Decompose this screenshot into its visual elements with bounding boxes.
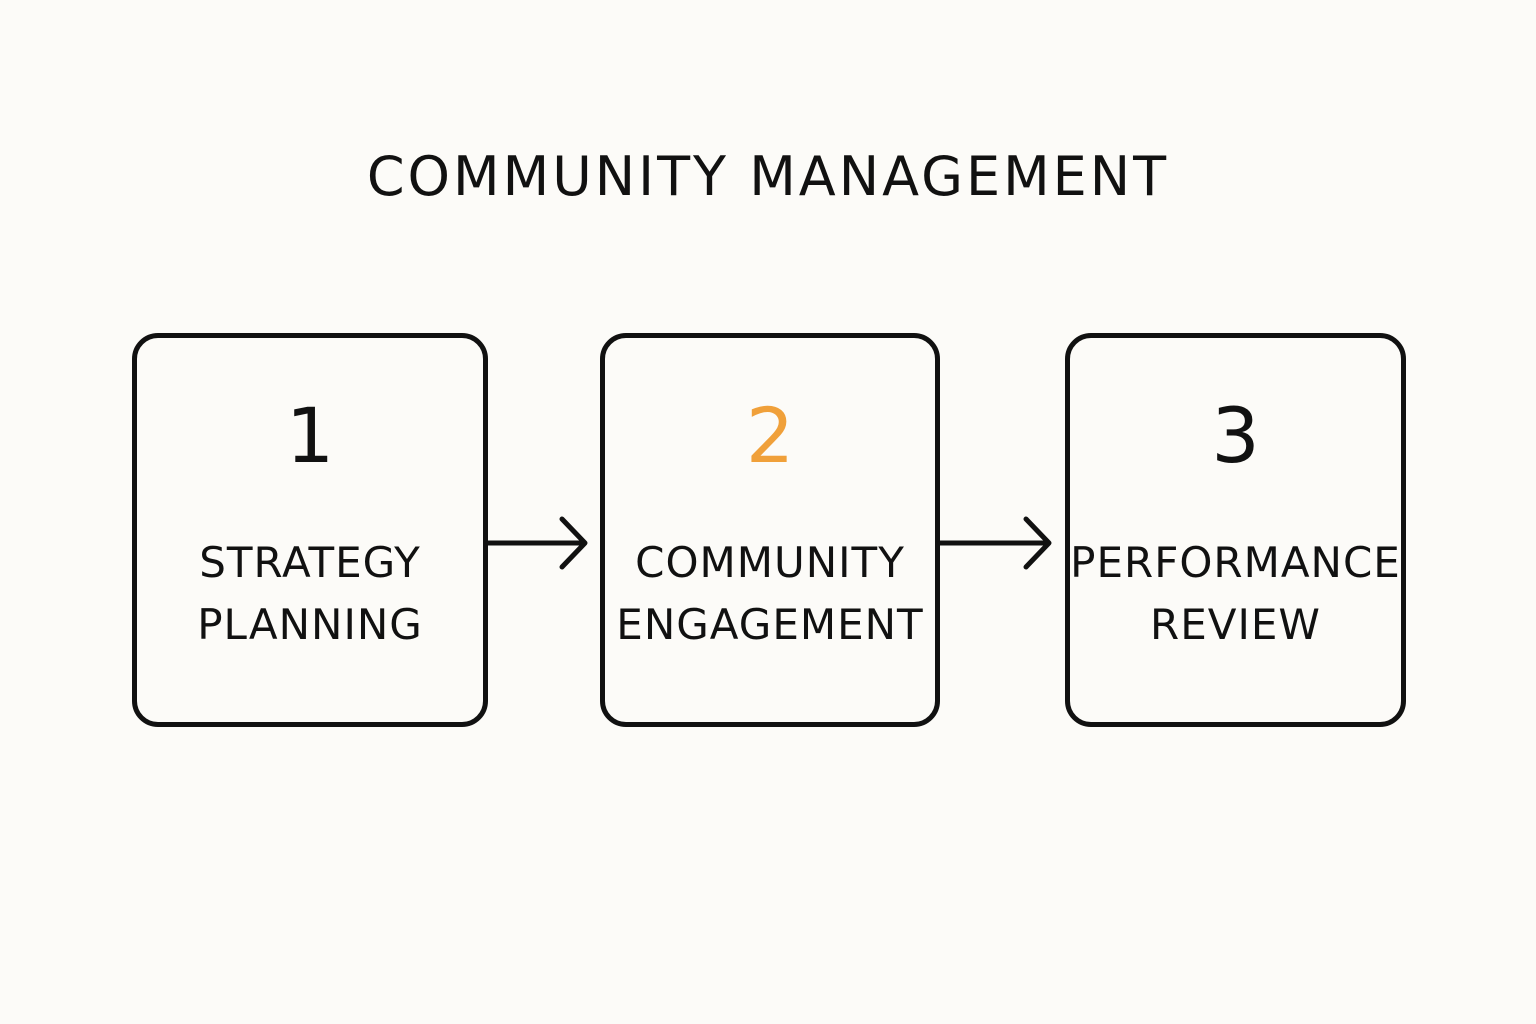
step-label-line-2: REVIEW [1150,600,1321,649]
step-box-1: 1 STRATEGY PLANNING [132,333,488,727]
step-label: STRATEGY PLANNING [137,532,483,656]
diagram-title: COMMUNITY MANAGEMENT [366,145,1170,208]
step-label-line-2: ENGAGEMENT [616,600,924,649]
step-label-line-1: STRATEGY [199,538,421,587]
step-label-line-1: COMMUNITY [635,538,905,587]
step-number: 1 [285,391,335,480]
step-number: 2 [745,391,795,480]
step-label: PERFORMANCE REVIEW [1070,532,1401,656]
arrow-right-icon [485,516,588,570]
step-box-2: 2 COMMUNITY ENGAGEMENT [600,333,940,727]
step-label-line-2: PLANNING [197,600,423,649]
step-box-3: 3 PERFORMANCE REVIEW [1065,333,1406,727]
step-label: COMMUNITY ENGAGEMENT [605,532,935,656]
step-label-line-1: PERFORMANCE [1070,538,1401,587]
step-number: 3 [1211,391,1260,480]
arrow-right-icon [937,516,1052,570]
